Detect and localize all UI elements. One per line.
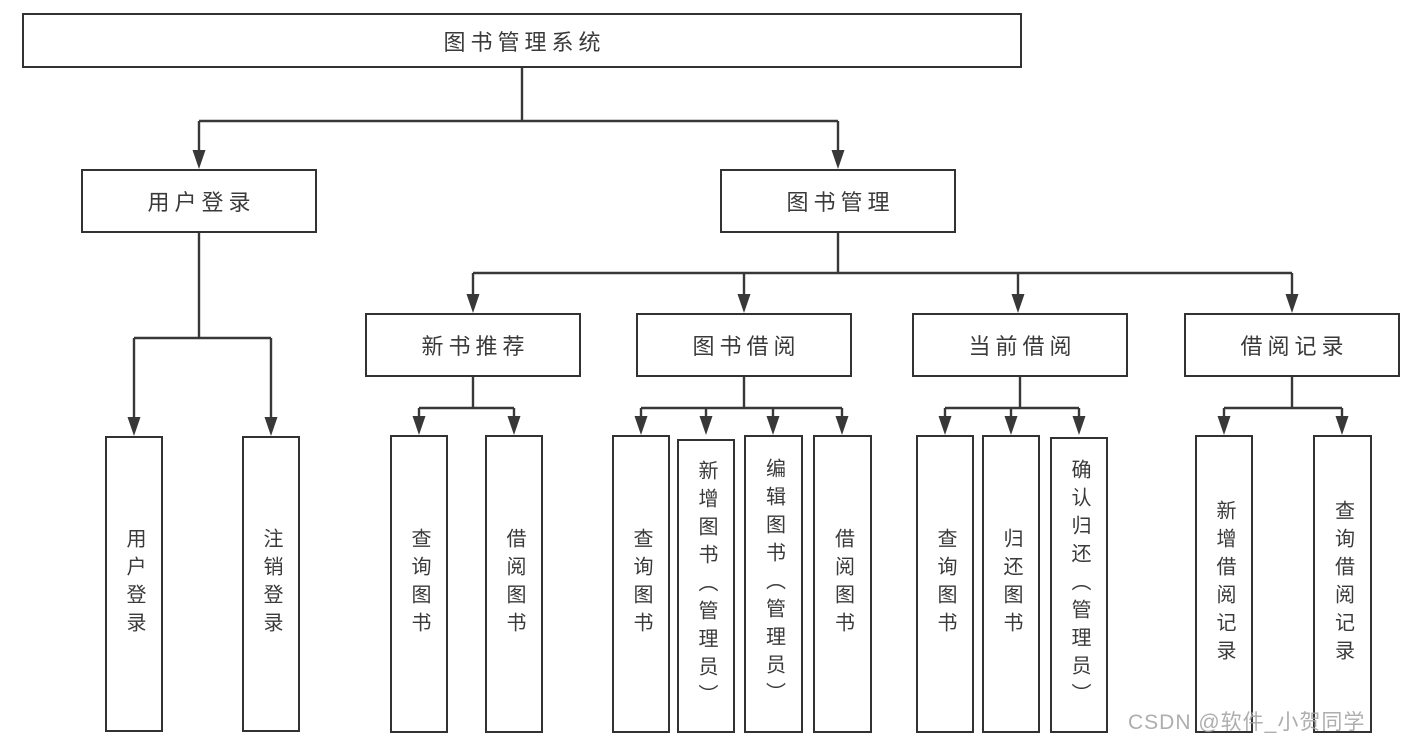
arrowhead-icons (127, 150, 1349, 436)
leaf-add-borrow-record: 新增借阅记录 (1195, 435, 1253, 733)
leaf-borrow-books-2: 借阅图书 (813, 435, 872, 733)
node-book-borrow: 图书借阅 (636, 313, 852, 377)
leaf-return-book: 归还图书 (982, 435, 1040, 733)
leaf-query-books-borrow: 查询图书 (612, 435, 670, 733)
csdn-watermark: CSDN @软件_小贺同学 (1128, 711, 1366, 734)
node-root: 图书管理系统 (22, 13, 1022, 68)
leaf-query-books-recommend: 查询图书 (390, 435, 448, 733)
node-book-management: 图书管理 (720, 169, 956, 233)
leaf-borrow-books-recommend: 借阅图书 (485, 435, 543, 733)
leaf-edit-book-admin: 编辑图书（管理员） (744, 435, 803, 733)
leaf-query-borrow-record: 查询借阅记录 (1313, 435, 1372, 733)
leaf-confirm-return-admin: 确认归还（管理员） (1050, 437, 1108, 733)
node-borrow-records: 借阅记录 (1184, 313, 1400, 377)
node-current-borrow: 当前借阅 (912, 313, 1128, 377)
leaf-logout-login: 注销登录 (242, 436, 300, 732)
node-user-login: 用户登录 (81, 169, 317, 233)
leaf-user-login: 用户登录 (105, 436, 163, 732)
leaf-add-book-admin: 新增图书（管理员） (677, 439, 735, 733)
leaf-query-books-current: 查询图书 (916, 435, 974, 733)
node-new-book-recommend: 新书推荐 (365, 313, 581, 377)
